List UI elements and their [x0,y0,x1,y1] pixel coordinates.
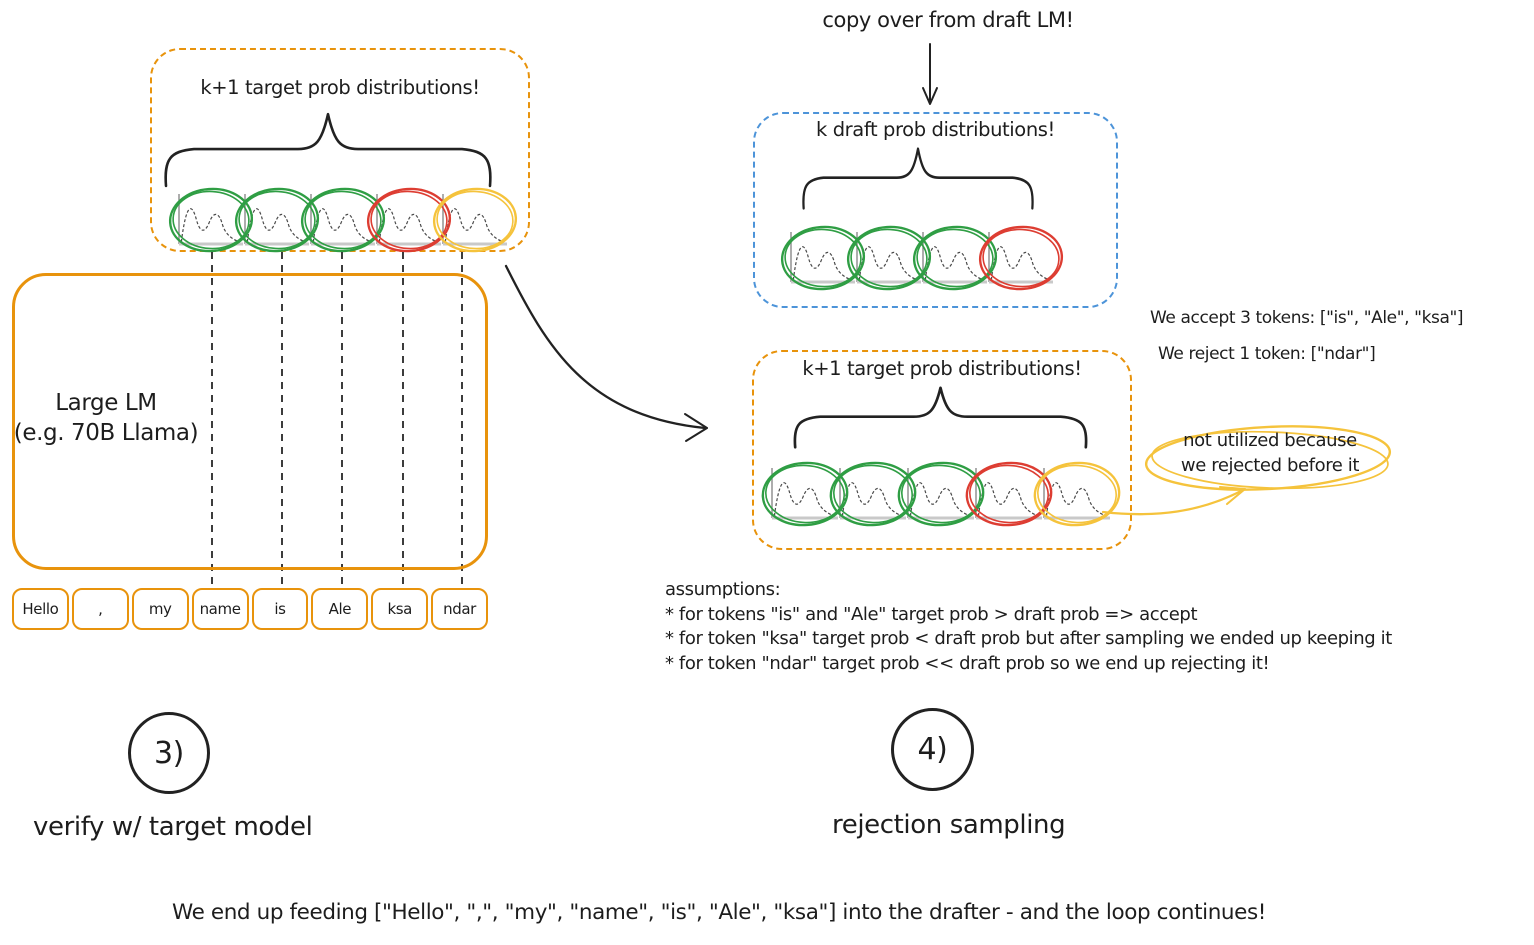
mini-distribution-curve [841,482,903,517]
prob-distribution-oval-green [761,461,849,527]
mini-distribution-curve [246,208,306,243]
copy-over-note: copy over from draft LM! [822,8,1074,32]
prob-distribution-oval-yellow [1033,461,1121,527]
footer-note: We end up feeding ["Hello", ",", "my", "… [172,900,1266,925]
draft-prob-box-title: k draft prob distributions! [816,118,1055,141]
accept-note: We accept 3 tokens: ["is", "Ale", "ksa"] [1150,308,1464,328]
down-arrow-icon [922,43,938,105]
curved-arrow-icon [504,264,708,442]
step-4-circle: 4) [891,708,974,791]
token-box: Ale [311,588,369,630]
mini-distribution-curve [1045,482,1107,517]
target-prob-distribution-row-left [168,187,518,253]
callout-arrow-icon [1101,485,1247,516]
prob-distribution-oval-sketch-yellow [436,190,514,250]
callout-bubble-text: not utilized because we rejected before … [1146,428,1394,478]
prob-distribution-oval-sketch-green [833,464,913,524]
curly-brace-icon [164,112,492,188]
prob-distribution-oval-green [829,461,917,527]
curly-brace-icon [793,386,1088,449]
prob-distribution-oval-green [168,187,254,253]
assumptions-block: assumptions: * for tokens "is" and "Ale"… [665,578,1392,676]
step-4-label: rejection sampling [832,810,1066,840]
step-4-number: 4) [917,732,948,767]
prob-distribution-oval-sketch-green [172,190,250,250]
assumption-item: * for token "ksa" target prob < draft pr… [665,628,1392,649]
large-lm-label-line2: (e.g. 70B Llama) [13,420,199,446]
prob-distribution-oval-green [780,225,866,291]
prob-distribution-oval-green [234,187,320,253]
prob-distribution-oval-sketch-red [370,190,448,250]
target-prob-box-right [752,350,1132,550]
mini-distribution-curve [444,208,504,243]
prob-distribution-oval-sketch-green [238,190,316,250]
token-box: , [71,588,129,630]
token-box: name [191,588,249,630]
mini-distribution-curve [312,208,372,243]
prob-distribution-oval-green [912,225,998,291]
prob-distribution-oval-red [366,187,452,253]
large-lm-label: Large LM (e.g. 70B Llama) [0,388,212,448]
callout-bubble-line1: not utilized because [1183,430,1357,451]
reject-note: We reject 1 token: ["ndar"] [1158,344,1376,364]
assumption-item: * for tokens "is" and "Ale" target prob … [665,603,1198,625]
mini-distribution-curve [378,208,438,243]
mini-distribution-curve [180,208,240,243]
prob-distribution-oval-sketch-green [304,190,382,250]
prob-distribution-oval-green [300,187,386,253]
prob-distribution-oval-sketch-green [784,228,862,288]
large-lm-box [12,273,488,570]
token-box: ndar [431,588,488,630]
prob-distribution-oval-red [965,461,1053,527]
dashed-connector-line [461,252,463,589]
dashed-connector-line [341,252,343,589]
target-prob-distribution-row-right [761,461,1121,527]
step-3-number: 3) [154,735,184,771]
prob-distribution-oval-sketch-red [982,228,1060,288]
step-3-circle: 3) [128,712,210,794]
mini-distribution-curve [909,482,971,517]
prob-distribution-oval-yellow [432,187,518,253]
assumptions-list: * for tokens "is" and "Ale" target prob … [665,603,1392,677]
callout-bubble-line2: we rejected before it [1180,455,1360,476]
mini-distribution-curve [924,246,984,281]
large-lm-label-line1: Large LM [55,390,157,416]
assumption-item: * for token "ndar" target prob << draft … [665,652,1270,674]
callout-bubble [1144,425,1392,491]
prob-distribution-oval-red [978,225,1064,291]
dashed-connector-line [211,252,213,589]
prob-distribution-oval-sketch-green [901,464,981,524]
token-box: is [251,588,309,630]
step-3-label: verify w/ target model [33,812,313,842]
dashed-connector-line [281,252,283,589]
prob-distribution-oval-sketch-green [916,228,994,288]
draft-prob-box [753,112,1118,308]
mini-distribution-curve [977,482,1039,517]
mini-distribution-curve [773,482,835,517]
mini-distribution-curve [858,246,918,281]
dashed-connector-line [402,252,404,589]
prob-distribution-oval-sketch-red [969,464,1049,524]
assumptions-title: assumptions: [665,579,781,600]
mini-distribution-curve [792,246,852,281]
target-prob-box-left-title: k+1 target prob distributions! [200,76,480,99]
token-box: Hello [12,588,69,630]
prob-distribution-oval-sketch-yellow [1037,464,1117,524]
token-box: ksa [371,588,429,630]
curly-brace-icon [802,147,1034,210]
prob-distribution-oval-sketch-green [765,464,845,524]
token-box: my [131,588,189,630]
prob-distribution-oval-sketch-green [850,228,928,288]
prob-distribution-oval-green [846,225,932,291]
prob-distribution-oval-green [897,461,985,527]
mini-distribution-curve [990,246,1050,281]
draft-prob-distribution-row [780,225,1064,291]
target-prob-box-right-title: k+1 target prob distributions! [802,357,1082,380]
